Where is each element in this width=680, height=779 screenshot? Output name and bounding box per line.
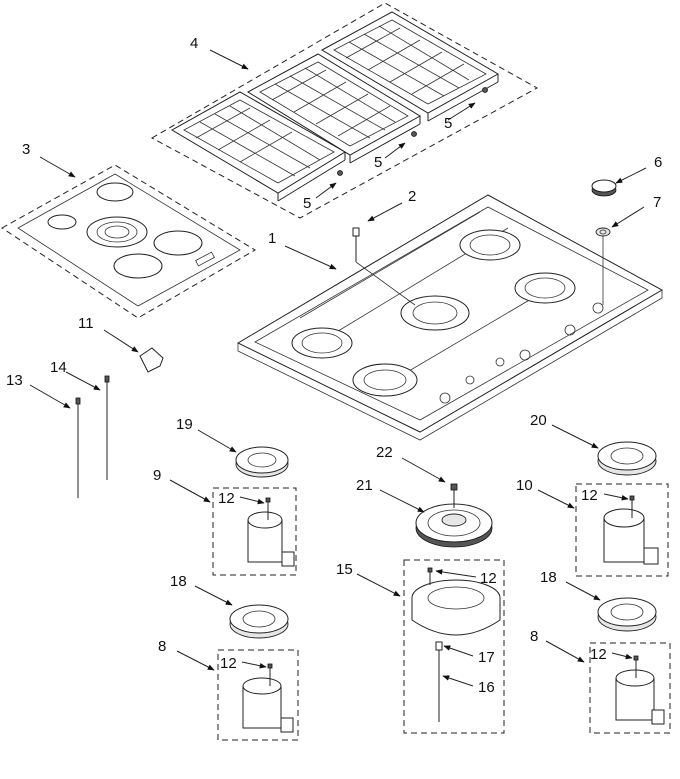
- callout-20: 20: [530, 412, 547, 429]
- leader-lines: [29, 49, 647, 687]
- callout-22: 22: [376, 444, 393, 461]
- washer-part-7: [595, 227, 611, 305]
- callout-8: 8: [530, 628, 538, 645]
- callout-7: 7: [653, 194, 661, 211]
- callout-15: 15: [336, 561, 353, 578]
- callout-11: 11: [78, 315, 94, 332]
- callout-12: 12: [480, 570, 497, 587]
- callout-17: 17: [478, 649, 495, 666]
- burner-base-part-10: [575, 483, 669, 577]
- grate-foot: [337, 170, 343, 176]
- callout-8: 8: [158, 638, 166, 655]
- callout-5: 5: [374, 154, 382, 171]
- burner-cap-part-18-left: [229, 604, 289, 639]
- callout-2: 2: [408, 188, 416, 205]
- burner-base-part-8-left: [217, 649, 299, 741]
- cooktop-main-top: [236, 194, 664, 441]
- burner-cap-part-20: [597, 441, 657, 476]
- burner-base-part-8-right: [589, 642, 671, 734]
- callout-9: 9: [153, 467, 161, 484]
- callout-16: 16: [478, 679, 495, 696]
- callout-18: 18: [540, 569, 557, 586]
- callout-18: 18: [170, 573, 187, 590]
- electrode-part-13: [75, 397, 81, 498]
- callout-labels: 4 5 5 5 3 2 1 6 7 11 14 13 19 20 22 21 9…: [6, 35, 662, 696]
- burner-cap-part-19: [235, 446, 289, 478]
- clip-part-11: [139, 347, 164, 373]
- callout-12: 12: [220, 655, 237, 672]
- callout-12: 12: [590, 646, 607, 663]
- burner-base-part-15: [403, 559, 505, 734]
- callout-19: 19: [176, 416, 193, 433]
- grates-assembly: [150, 2, 539, 219]
- callout-4: 4: [190, 35, 198, 52]
- callout-14: 14: [50, 359, 67, 376]
- screw-part-2: [352, 227, 416, 306]
- burner-cap-part-18-right: [597, 597, 657, 632]
- grate-foot: [411, 131, 417, 137]
- grate-foot: [482, 87, 488, 93]
- burner-part-21: [415, 503, 493, 548]
- callout-3: 3: [22, 141, 30, 158]
- callout-12: 12: [581, 487, 598, 504]
- callout-10: 10: [516, 477, 533, 494]
- callout-6: 6: [654, 154, 662, 171]
- callout-5: 5: [303, 195, 311, 212]
- cap-part-6: [591, 179, 617, 197]
- callout-1: 1: [268, 230, 276, 247]
- callout-13: 13: [6, 372, 23, 389]
- callout-12: 12: [218, 490, 235, 507]
- burner-base-part-9: [212, 487, 297, 576]
- screw-part-22: [450, 483, 458, 508]
- burner-template: [1, 164, 256, 319]
- electrode-part-14: [104, 375, 110, 480]
- callout-21: 21: [356, 477, 373, 494]
- callout-5: 5: [444, 115, 452, 132]
- grate-center: [247, 53, 421, 164]
